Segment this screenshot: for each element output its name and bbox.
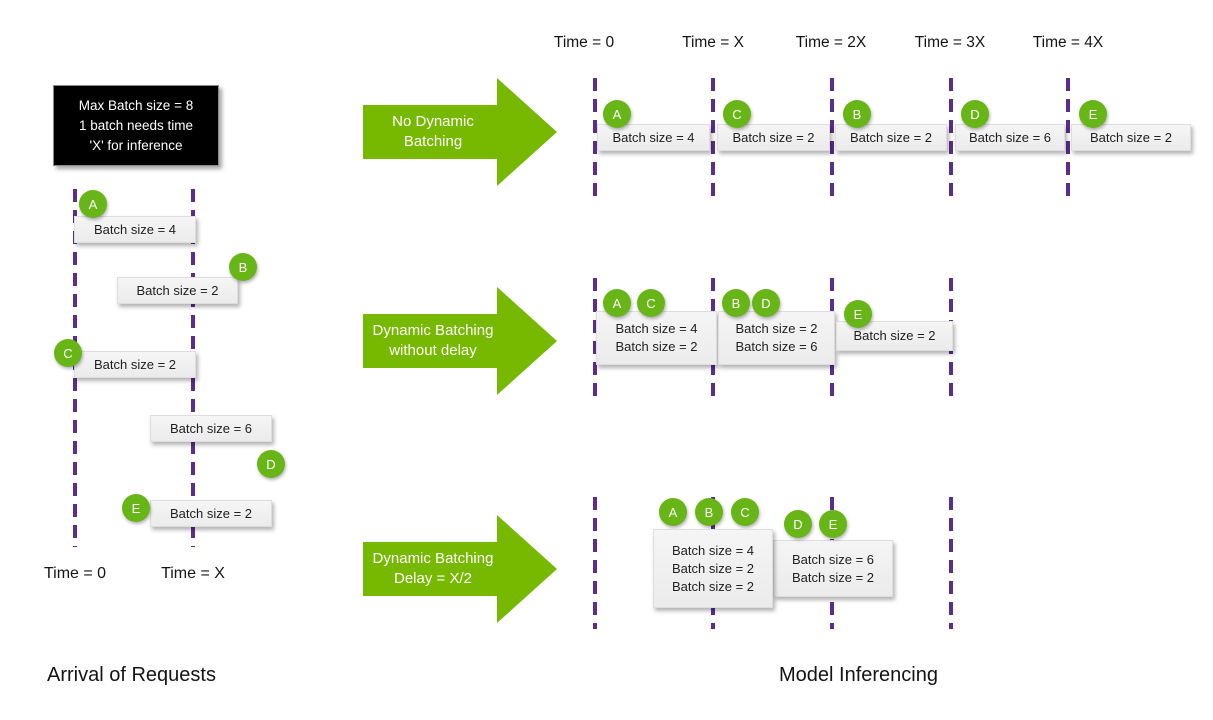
row3-badge-e: E bbox=[819, 510, 847, 538]
section-title-inferencing: Model Inferencing bbox=[779, 664, 938, 686]
row1-timeline-line-3 bbox=[949, 78, 953, 202]
batch-line: Batch size = 6 bbox=[791, 551, 875, 567]
batch-line: Batch size = 2 bbox=[615, 339, 698, 354]
arrow-label: Dynamic Batching Delay = X/2 bbox=[372, 550, 494, 587]
arrow-label: No Dynamic Batching bbox=[392, 113, 474, 150]
request-box-e: Batch size = 2 bbox=[150, 500, 272, 527]
time-header-label-0: Time = 0 bbox=[553, 34, 615, 51]
row3-timeline-line-3 bbox=[949, 497, 953, 629]
request-badge-a: A bbox=[79, 190, 107, 218]
row1-slot-box-0: Batch size = 4 bbox=[597, 124, 710, 151]
row2-badge-b: B bbox=[722, 289, 750, 317]
request-badge-b: B bbox=[229, 253, 257, 281]
row1-slot-box-2: Batch size = 2 bbox=[835, 124, 947, 151]
row3-timeline-line-0 bbox=[593, 497, 597, 629]
row1-slot-box-4: Batch size = 2 bbox=[1071, 124, 1191, 151]
row1-badge-e: E bbox=[1079, 100, 1107, 128]
batch-line: Batch size = 6 bbox=[735, 339, 818, 354]
flow-arrow-dynamic-delay: Dynamic Batching Delay = X/2 bbox=[363, 515, 557, 623]
arrival-axis-label-time-0: Time = 0 bbox=[43, 565, 107, 582]
section-title-arrival: Arrival of Requests bbox=[47, 664, 216, 686]
request-box-d: Batch size = 6 bbox=[150, 415, 272, 442]
arrow-shape bbox=[363, 515, 557, 623]
row1-slot-box-1: Batch size = 2 bbox=[717, 124, 830, 151]
request-badge-e: E bbox=[122, 494, 150, 522]
row1-slot-box-3: Batch size = 6 bbox=[955, 124, 1065, 151]
request-box-a: Batch size = 4 bbox=[74, 216, 196, 243]
row2-badge-e: E bbox=[844, 300, 872, 328]
arrow-label: Dynamic Batching without delay bbox=[372, 322, 494, 359]
batch-line: Batch size = 2 bbox=[735, 321, 818, 336]
row2-slot-box-1: Batch size = 2 Batch size = 6 bbox=[718, 311, 835, 365]
row3-slot-box-0: Batch size = 4 Batch size = 2 Batch size… bbox=[653, 529, 773, 608]
flow-arrow-no-dynamic-batching: No Dynamic Batching bbox=[363, 78, 557, 186]
info-box: Max Batch size = 8 1 batch needs time 'X… bbox=[53, 85, 219, 166]
time-header-label-1: Time = X bbox=[682, 34, 744, 51]
request-box-b: Batch size = 2 bbox=[117, 277, 238, 304]
batch-line: Batch size = 2 bbox=[671, 578, 755, 594]
row2-badge-d: D bbox=[752, 289, 780, 317]
row2-badge-a: A bbox=[603, 289, 631, 317]
batch-line: Batch size = 2 bbox=[671, 560, 755, 576]
arrival-axis-label-time-x: Time = X bbox=[161, 565, 225, 582]
row1-timeline-line-2 bbox=[830, 78, 834, 202]
row1-badge-c: C bbox=[723, 100, 751, 128]
row3-badge-a: A bbox=[659, 498, 687, 526]
row1-timeline-line-0 bbox=[593, 78, 597, 202]
row3-badge-b: B bbox=[695, 498, 723, 526]
arrow-shape bbox=[363, 287, 557, 395]
row3-badge-d: D bbox=[784, 510, 812, 538]
row3-slot-box-1: Batch size = 6 Batch size = 2 bbox=[773, 540, 893, 597]
batch-line: Batch size = 2 bbox=[791, 569, 875, 585]
row3-badge-c: C bbox=[731, 498, 759, 526]
row2-timeline-line-0 bbox=[593, 278, 597, 402]
time-header-label-3: Time = 3X bbox=[914, 34, 986, 51]
request-badge-d: D bbox=[257, 450, 285, 478]
arrow-shape bbox=[363, 78, 557, 186]
time-header-label-2: Time = 2X bbox=[795, 34, 867, 51]
row2-badge-c: C bbox=[637, 289, 665, 317]
batch-line: Batch size = 4 bbox=[671, 542, 755, 558]
row1-timeline-line-4 bbox=[1066, 78, 1070, 202]
row2-slot-box-0: Batch size = 4 Batch size = 2 bbox=[596, 311, 717, 365]
row1-timeline-line-1 bbox=[711, 78, 715, 202]
batch-line: Batch size = 4 bbox=[615, 321, 698, 336]
row1-badge-b: B bbox=[843, 100, 871, 128]
request-box-c: Batch size = 2 bbox=[74, 351, 196, 378]
time-header-label-4: Time = 4X bbox=[1032, 34, 1104, 51]
request-badge-c: C bbox=[54, 339, 82, 367]
flow-arrow-dynamic-no-delay: Dynamic Batching without delay bbox=[363, 287, 557, 395]
row1-badge-d: D bbox=[961, 100, 989, 128]
row1-badge-a: A bbox=[603, 100, 631, 128]
